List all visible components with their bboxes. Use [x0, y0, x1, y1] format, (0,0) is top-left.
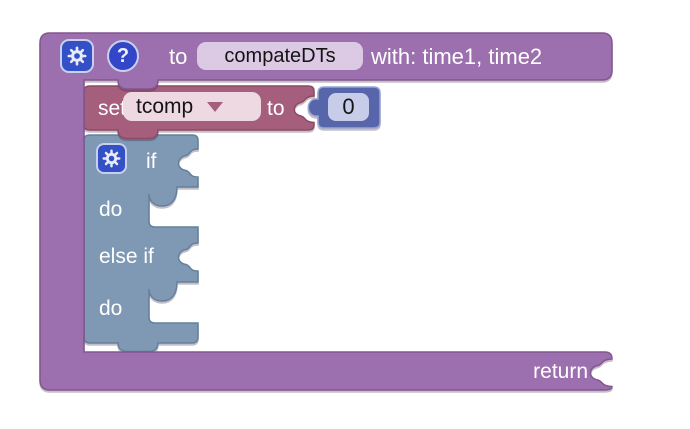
- do2-label: do: [99, 297, 123, 320]
- gear-icon: [102, 149, 121, 168]
- procedure-name-text: compateDTs: [224, 44, 336, 67]
- procedure-to-label: to: [169, 44, 188, 69]
- set-to-label: to: [267, 97, 285, 120]
- procedure-name-field[interactable]: compateDTs: [197, 42, 363, 70]
- gear-icon: [67, 46, 87, 66]
- number-value-text: 0: [342, 94, 355, 119]
- else-if-label: else if: [99, 245, 154, 268]
- question-mark-icon: ?: [116, 45, 130, 67]
- variable-name-text: tcomp: [136, 94, 194, 118]
- number-value-field[interactable]: 0: [328, 93, 369, 121]
- set-keyword-label: set: [98, 97, 127, 120]
- chevron-down-icon: [207, 101, 224, 112]
- mutator-gear-button[interactable]: [60, 39, 94, 73]
- return-label: return: [533, 360, 588, 383]
- help-button[interactable]: ?: [107, 40, 139, 72]
- do-label: do: [99, 198, 123, 221]
- procedure-params-label: with: time1, time2: [371, 44, 543, 69]
- variable-dropdown[interactable]: tcomp: [123, 92, 261, 121]
- if-label: if: [146, 150, 157, 173]
- procedure-block-shape[interactable]: [39, 32, 613, 391]
- if-mutator-gear-button[interactable]: [96, 143, 127, 174]
- if-block-shape[interactable]: [83, 134, 199, 353]
